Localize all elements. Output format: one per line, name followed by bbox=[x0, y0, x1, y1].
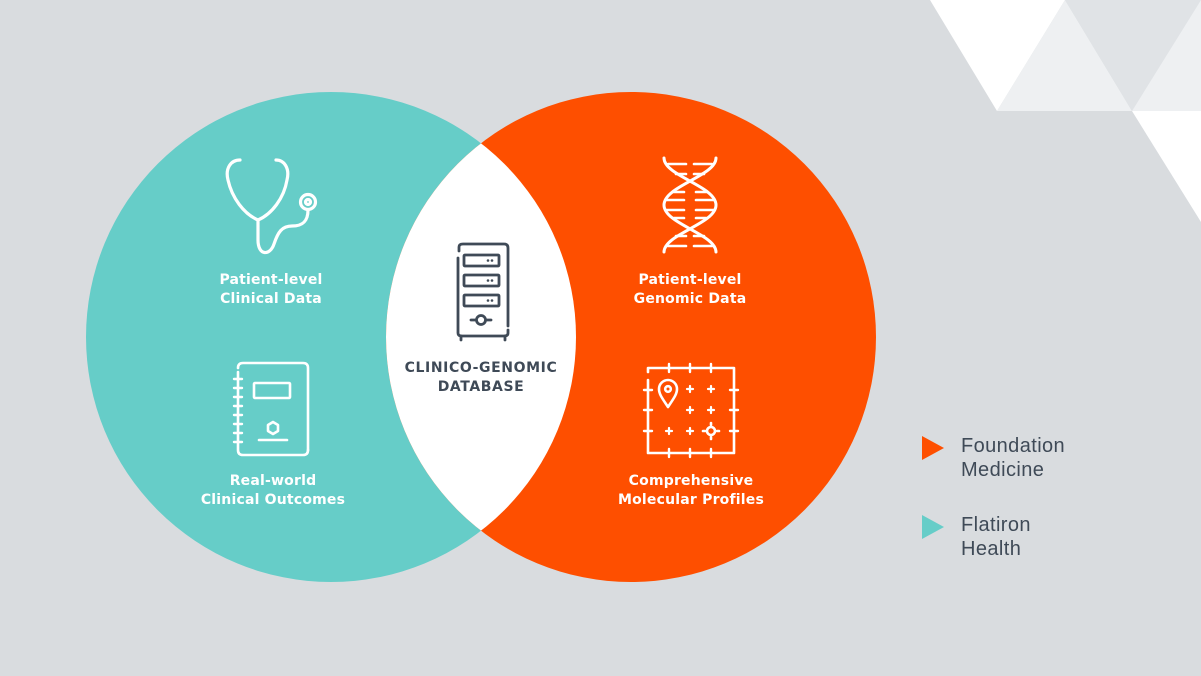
stethoscope-icon bbox=[225, 158, 318, 255]
legend-label-line2: Medicine bbox=[961, 459, 1045, 481]
label-line1: CLINICO-GENOMIC bbox=[404, 360, 558, 376]
legend-label: Flatiron Health bbox=[961, 513, 1031, 561]
clinico-genomic-database-label: CLINICO-GENOMIC DATABASE bbox=[381, 359, 581, 397]
label-line2: DATABASE bbox=[437, 379, 525, 395]
label-line2: Clinical Outcomes bbox=[200, 492, 346, 508]
legend-label-line1: Flatiron Health bbox=[961, 514, 1031, 560]
legend-label-line1: Foundation bbox=[961, 435, 1066, 457]
clinical-outcomes-label: Real-world Clinical Outcomes bbox=[173, 472, 373, 510]
label-line2: Clinical Data bbox=[220, 291, 322, 307]
server-database-icon bbox=[456, 242, 510, 342]
legend-item-foundation-medicine: Foundation Medicine bbox=[922, 434, 1065, 482]
clinical-data-label: Patient-level Clinical Data bbox=[171, 271, 371, 309]
legend-label: Foundation Medicine bbox=[961, 434, 1065, 482]
label-line2: Genomic Data bbox=[633, 291, 747, 307]
molecular-grid-icon bbox=[642, 362, 740, 459]
decorative-triangles bbox=[930, 0, 1201, 222]
label-line1: Comprehensive bbox=[628, 473, 754, 489]
dna-helix-icon bbox=[662, 156, 718, 254]
label-line1: Patient-level bbox=[638, 272, 742, 288]
label-line1: Real-world bbox=[229, 473, 317, 489]
legend-item-flatiron-health: Flatiron Health bbox=[922, 513, 1031, 561]
notebook-icon bbox=[232, 361, 310, 457]
teal-triangle-icon bbox=[922, 515, 944, 539]
molecular-profiles-label: Comprehensive Molecular Profiles bbox=[591, 472, 791, 510]
label-line2: Molecular Profiles bbox=[617, 492, 765, 508]
genomic-data-label: Patient-level Genomic Data bbox=[590, 271, 790, 309]
overlap-lens bbox=[386, 92, 576, 582]
orange-triangle-icon bbox=[922, 436, 944, 460]
server-dots bbox=[486, 259, 494, 302]
label-line1: Patient-level bbox=[219, 272, 323, 288]
